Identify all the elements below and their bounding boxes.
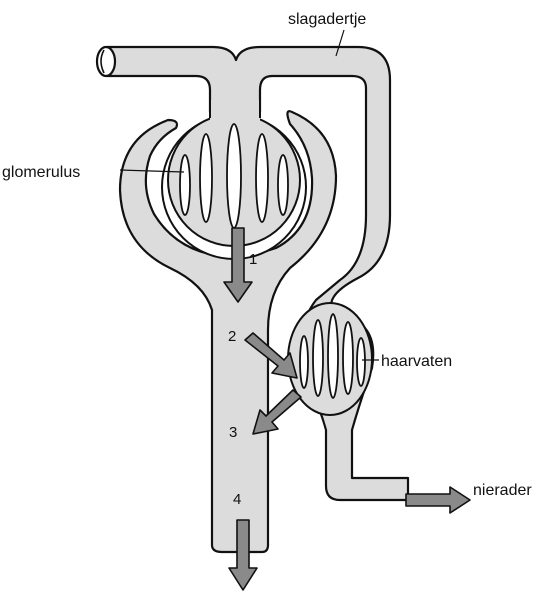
label-nierader: nierader [473, 482, 532, 499]
arrow-vein-out [406, 487, 470, 513]
label-slagadertje: slagadertje [288, 11, 366, 28]
vessel-open-end [97, 47, 115, 76]
step-number-1: 1 [249, 251, 257, 268]
step-number-4: 4 [233, 491, 241, 508]
label-glomerulus: glomerulus [2, 164, 80, 181]
step-number-2: 2 [228, 328, 236, 345]
step-number-3: 3 [229, 424, 237, 441]
glomerulus-knot [168, 100, 300, 246]
label-haarvaten: haarvaten [381, 353, 452, 370]
